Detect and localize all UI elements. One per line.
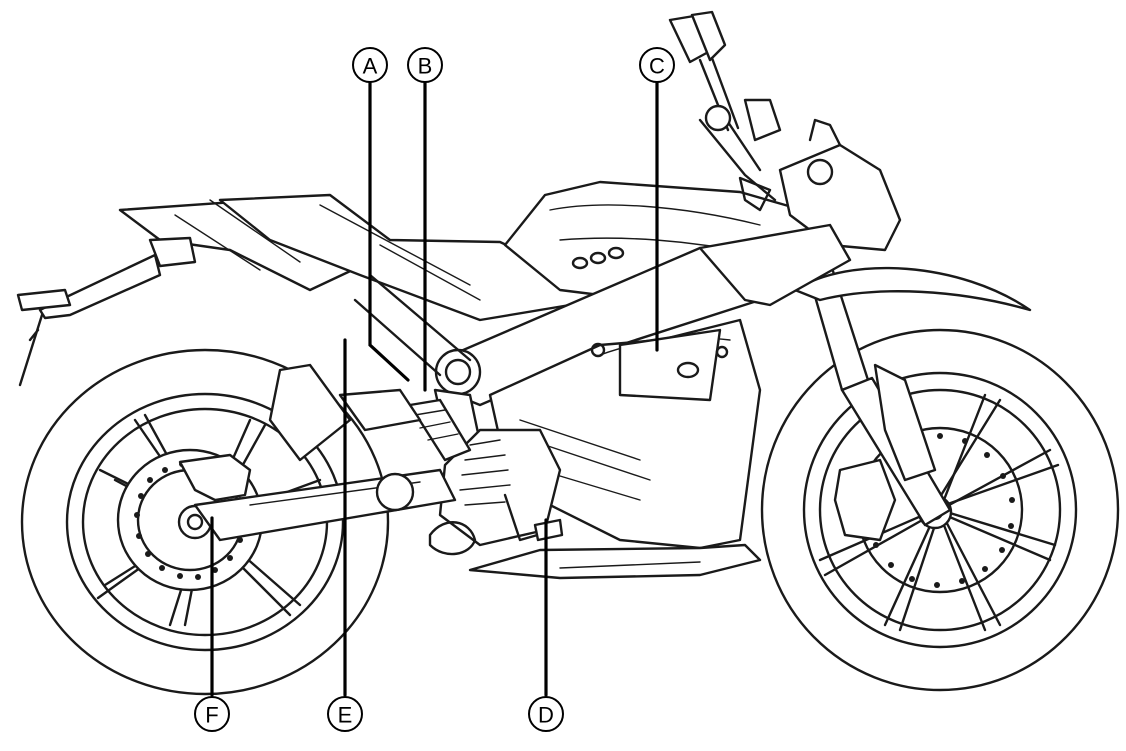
- front-fork: [793, 266, 1032, 527]
- tank-badges: [571, 246, 625, 270]
- rear-tire-outer: [20, 348, 390, 696]
- handlebar-assembly: [668, 10, 782, 212]
- front-caliper: [833, 458, 897, 542]
- callout-e: E: [327, 696, 363, 732]
- front-tire-inner: [802, 371, 1078, 649]
- rear-wheel: [20, 348, 390, 696]
- callout-c-label: C: [649, 54, 665, 79]
- license-plate: [16, 288, 72, 312]
- callout-a: A: [352, 47, 388, 83]
- rear-caliper: [178, 453, 252, 502]
- callout-f: F: [194, 696, 230, 732]
- callout-b-label: B: [418, 54, 433, 79]
- callout-d-label: D: [538, 703, 554, 728]
- swingarm-pivot: [434, 348, 482, 396]
- callout-e-label: E: [338, 703, 353, 728]
- side-stand: [503, 493, 564, 542]
- front-rim: [818, 388, 1062, 632]
- leader-a: [368, 81, 410, 382]
- callout-c: C: [639, 47, 675, 83]
- front-tire-outer: [760, 328, 1120, 692]
- callout-d: D: [528, 696, 564, 732]
- front-headlight: [778, 118, 902, 252]
- rear-tire-inner: [65, 392, 345, 652]
- swingarm: [193, 363, 472, 542]
- callout-b: B: [407, 47, 443, 83]
- motor: [428, 428, 762, 580]
- callout-f-label: F: [205, 703, 218, 728]
- front-fender: [793, 266, 1032, 312]
- rear-shock: [408, 398, 472, 462]
- chain-guard: [268, 363, 352, 462]
- side-panel: [488, 318, 762, 550]
- license-bracket: [38, 253, 162, 320]
- belly-pan: [468, 543, 762, 580]
- callout-leaders: [210, 81, 659, 697]
- sprocket: [428, 521, 477, 556]
- callout-a-label: A: [363, 54, 378, 79]
- main-frame: [353, 223, 852, 502]
